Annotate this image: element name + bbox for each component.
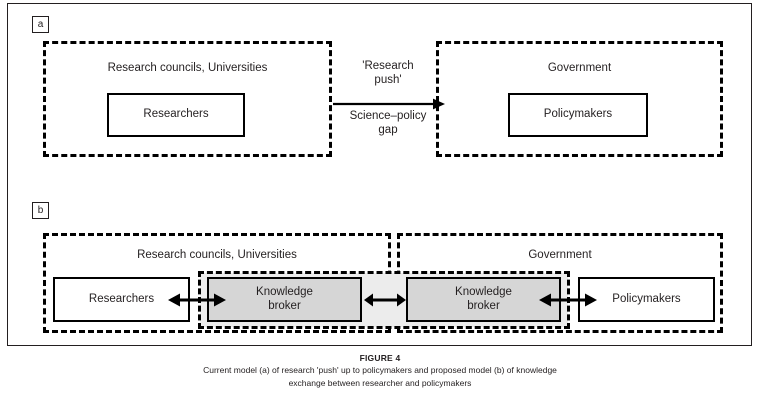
knowledge-broker-right-line2: broker	[467, 299, 500, 312]
knowledge-broker-left-text: Knowledge broker	[256, 286, 313, 312]
panel-a-research-councils-box	[43, 41, 332, 157]
panel-a-research-councils-label: Research councils, Universities	[107, 62, 268, 74]
science-policy-gap-line2: gap	[378, 124, 398, 137]
figure-caption: FIGURE 4 Current model (a) of research '…	[0, 352, 760, 389]
panel-b-arrow-broker-policymakers	[539, 293, 597, 307]
figure-caption-line2: exchange between researcher and policyma…	[288, 377, 472, 388]
figure-caption-line1: Current model (a) of research 'push' up …	[203, 365, 557, 376]
panel-b-government-label: Government	[528, 249, 592, 261]
panel-a-research-push-label: 'Research push'	[338, 59, 438, 88]
panel-a-government-box	[436, 41, 723, 157]
panel-a-science-policy-gap-label: Science–policy gap	[334, 109, 442, 138]
figure-caption-title: FIGURE 4	[359, 353, 401, 363]
panel-a-tag: a	[32, 16, 49, 33]
panel-b-knowledge-broker-right-box: Knowledge broker	[406, 277, 561, 322]
figure-frame: a Research councils, Universities Resear…	[7, 3, 752, 346]
panel-b-arrow-broker-broker	[364, 293, 406, 307]
research-push-line1: 'Research	[362, 60, 414, 72]
panel-a-policymakers-box: Policymakers	[508, 93, 648, 137]
panel-a-researchers-box: Researchers	[107, 93, 245, 137]
panel-b-knowledge-broker-left-box: Knowledge broker	[207, 277, 362, 322]
panel-b-tag: b	[32, 202, 49, 219]
panel-a-government-label: Government	[547, 62, 612, 74]
knowledge-broker-right-text: Knowledge broker	[455, 286, 512, 312]
panel-b-policymakers-box: Policymakers	[578, 277, 715, 322]
panel-b-arrow-researchers-broker	[168, 293, 226, 307]
panel-b-researchers-box: Researchers	[53, 277, 190, 322]
knowledge-broker-left-line1: Knowledge	[256, 286, 313, 299]
panel-b-research-councils-label: Research councils, Universities	[137, 249, 297, 261]
science-policy-gap-line1: Science–policy	[349, 110, 427, 122]
knowledge-broker-left-line2: broker	[268, 299, 301, 312]
research-push-line2: push'	[374, 74, 402, 87]
knowledge-broker-right-line1: Knowledge	[455, 286, 512, 299]
